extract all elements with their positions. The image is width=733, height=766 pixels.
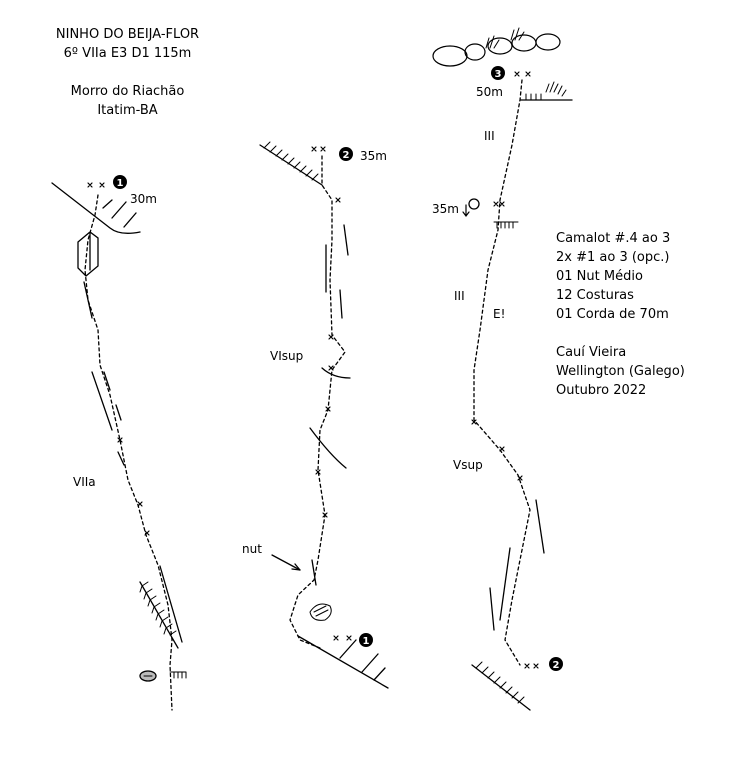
bolt [315, 469, 321, 475]
gear-item: 01 Nut Médio [556, 269, 643, 284]
bolt [325, 406, 331, 412]
anchor-bolts [87, 182, 105, 188]
bolt [144, 530, 150, 536]
city-name: Itatim-BA [97, 103, 158, 118]
gear-item: Camalot #.4 ao 3 [556, 231, 671, 246]
gear-item: 2x #1 ao 3 (opc.) [556, 250, 670, 265]
gear-item: 12 Costuras [556, 288, 634, 303]
flake-feature [309, 603, 332, 621]
route-grade: 6º VIIa E3 D1 115m [63, 46, 192, 61]
rappel-length: 35m [432, 202, 459, 216]
crack [115, 404, 122, 421]
anchor-number: 1 [117, 178, 124, 189]
bush [485, 27, 525, 49]
crack [535, 499, 545, 554]
pitch-grade: Vsup [453, 458, 483, 472]
crack [159, 565, 183, 643]
crack [117, 451, 125, 466]
bolt [328, 365, 334, 371]
crack [91, 371, 113, 431]
route-line [84, 194, 173, 711]
crack [103, 371, 111, 391]
pitch-length: 30m [130, 192, 157, 206]
bolt [517, 475, 523, 481]
boulder [464, 43, 486, 61]
rappel-arrow-icon [462, 204, 470, 217]
pitch-1 [51, 175, 187, 711]
nut-arrowhead [291, 563, 301, 571]
anchor-bolts [333, 635, 352, 641]
ledge-hatch [525, 81, 567, 101]
warning-label: E! [493, 307, 505, 321]
crack [343, 224, 349, 256]
crack [489, 587, 495, 631]
anchor-bolts [311, 146, 326, 152]
anchor-badge [113, 175, 127, 189]
anchor-badge [549, 657, 563, 671]
anchor-number: 3 [495, 69, 502, 80]
ledge-hatch [339, 639, 386, 681]
dihedral [139, 581, 179, 649]
anchor-bolts [514, 71, 531, 77]
crack [309, 427, 347, 469]
pitch-grade: VIIa [73, 475, 96, 489]
roof-line [321, 367, 351, 379]
pitch-grade: VIsup [270, 349, 303, 363]
pitch-length: 35m [360, 149, 387, 163]
route-name: NINHO DO BEIJA-FLOR [55, 27, 200, 42]
author-item: Wellington (Galego) [556, 364, 685, 379]
rappel-ring-icon [468, 198, 480, 210]
crack [339, 289, 343, 319]
crack [83, 281, 93, 319]
author-item: Cauí Vieira [556, 345, 627, 360]
anchor-bolts [524, 663, 539, 669]
bolt [335, 197, 341, 203]
pitch-grade: III [484, 129, 495, 143]
date-text: Outubro 2022 [556, 383, 647, 398]
nut-label: nut [242, 542, 262, 556]
mid-ledge [493, 221, 519, 229]
ledge-line [51, 182, 141, 234]
bolt [328, 334, 334, 340]
bolt [499, 446, 505, 452]
route-line [473, 79, 531, 666]
pitch-length: 50m [476, 85, 503, 99]
anchor-number: 2 [343, 150, 350, 161]
bolt [471, 419, 477, 425]
crack [311, 559, 317, 586]
gear-item: 01 Corda de 70m [556, 307, 669, 322]
anchor-number: 2 [553, 660, 560, 671]
anchor-bolts [493, 201, 505, 207]
pitch-grade: III [454, 289, 465, 303]
boulder [535, 33, 561, 51]
bolt [117, 437, 123, 443]
pitch-2 [259, 141, 389, 689]
route-line [289, 155, 346, 649]
boulder [432, 45, 468, 67]
anchor-number: 1 [363, 636, 370, 647]
pitch-3 [432, 27, 573, 711]
book-feature [77, 231, 99, 277]
anchor-badge [491, 66, 505, 80]
bolt [137, 501, 143, 507]
ledge-hatch [102, 199, 137, 228]
boulder [487, 37, 513, 55]
anchor-badge [359, 633, 373, 647]
crag-name: Morro do Riachão [70, 84, 185, 99]
crack [499, 547, 511, 621]
bolt [322, 512, 328, 518]
nut-arrow [271, 554, 301, 571]
ledge-hatch [263, 141, 319, 181]
ledge-line [297, 635, 389, 689]
anchor-badge [339, 147, 353, 161]
ledge-hatch [475, 661, 525, 704]
fishbone-hatch [139, 581, 177, 636]
start-ledge [169, 671, 187, 679]
